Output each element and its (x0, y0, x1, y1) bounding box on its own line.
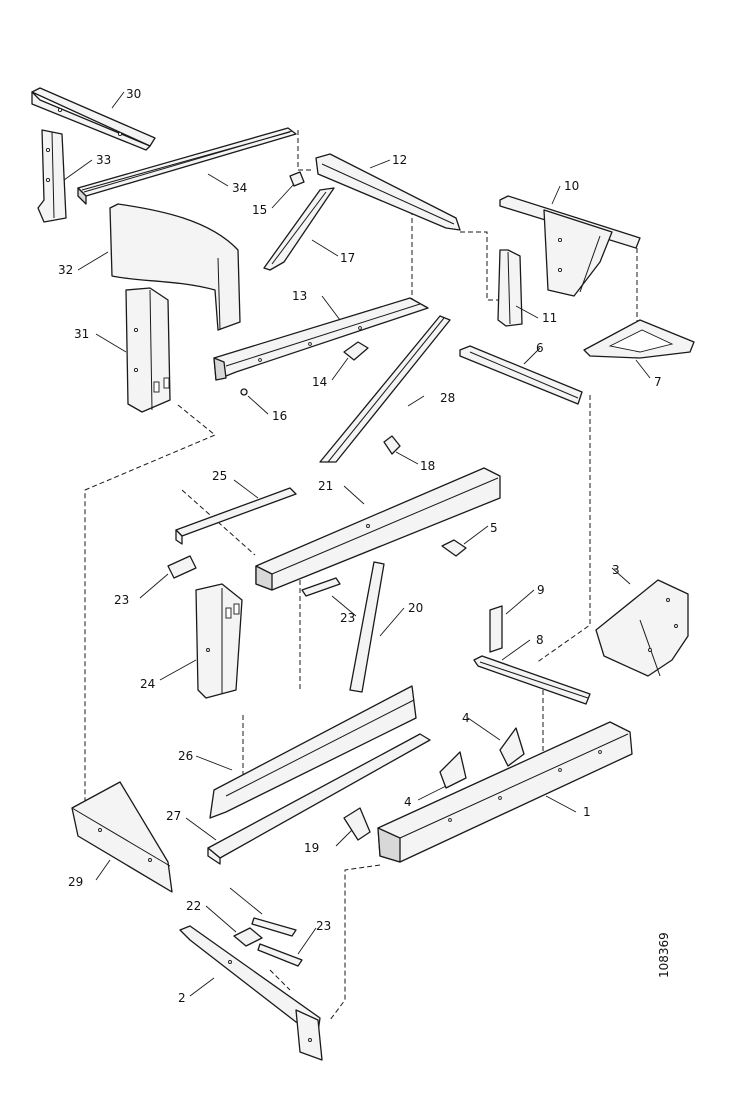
callout-5: 5 (490, 521, 498, 535)
callout-13: 13 (292, 289, 307, 303)
callout-4-upper: 4 (462, 711, 470, 725)
callout-24: 24 (140, 677, 155, 691)
part-10 (499, 195, 641, 297)
callout-19: 19 (304, 841, 319, 855)
callout-22: 22 (186, 899, 201, 913)
callout-23-left: 23 (114, 593, 129, 607)
callout-26: 26 (178, 749, 193, 763)
part-13 (213, 297, 429, 381)
part-3 (595, 579, 689, 677)
part-1 (377, 721, 633, 863)
callout-7: 7 (654, 375, 662, 389)
callout-18: 18 (420, 459, 435, 473)
part-23-mid (301, 577, 341, 597)
callout-25: 25 (212, 469, 227, 483)
callout-30: 30 (126, 87, 141, 101)
callout-32: 32 (58, 263, 73, 277)
callout-16: 16 (272, 409, 287, 423)
callout-14: 14 (312, 375, 327, 389)
callout-29: 29 (68, 875, 83, 889)
callout-17: 17 (340, 251, 355, 265)
callout-2: 2 (178, 991, 186, 1005)
callout-20: 20 (408, 601, 423, 615)
part-16-bolt (240, 388, 248, 396)
callout-8: 8 (536, 633, 544, 647)
part-22 (233, 927, 263, 947)
part-12 (315, 153, 461, 231)
part-31 (125, 287, 171, 413)
part-11 (497, 249, 523, 327)
part-2 (179, 925, 323, 1061)
callout-4-lower: 4 (404, 795, 412, 809)
callout-23-mid: 23 (340, 611, 355, 625)
part-4-upper (499, 727, 525, 767)
callout-1: 1 (583, 805, 591, 819)
callout-28: 28 (440, 391, 455, 405)
callout-9: 9 (537, 583, 545, 597)
part-24 (195, 583, 243, 699)
part-27 (207, 733, 431, 865)
part-9 (489, 605, 503, 653)
part-32 (109, 203, 241, 331)
part-26 (209, 685, 417, 819)
callout-3: 3 (612, 563, 620, 577)
part-5 (441, 539, 467, 557)
part-18 (383, 435, 401, 455)
callout-labels: 1 2 3 4 4 5 6 7 8 9 10 11 12 13 14 15 16… (58, 87, 662, 1005)
callout-34: 34 (232, 181, 247, 195)
part-30 (31, 87, 156, 151)
callout-21: 21 (318, 479, 333, 493)
leader-lines (63, 91, 651, 997)
callout-27: 27 (166, 809, 181, 823)
callout-31: 31 (74, 327, 89, 341)
part-33 (37, 129, 67, 223)
part-23-left (167, 555, 197, 579)
part-23-lower-a (251, 917, 297, 937)
part-6 (459, 345, 583, 405)
part-20 (349, 561, 385, 693)
part-14 (343, 341, 369, 361)
callout-12: 12 (392, 153, 407, 167)
part-25 (175, 487, 297, 545)
callout-23-lower: 23 (316, 919, 331, 933)
part-23-lower-b (257, 943, 303, 967)
part-29 (71, 781, 173, 893)
assembly-lines (84, 130, 638, 1021)
part-21 (255, 467, 501, 591)
callout-11: 11 (542, 311, 557, 325)
part-7 (583, 319, 695, 359)
part-15 (289, 171, 305, 187)
callout-15: 15 (252, 203, 267, 217)
part-28 (319, 315, 451, 463)
part-17 (263, 187, 335, 271)
callout-10: 10 (564, 179, 579, 193)
part-8 (473, 655, 591, 705)
part-19 (343, 807, 371, 841)
part-34 (77, 127, 297, 205)
part-4-lower (439, 751, 467, 789)
figure-number: 108369 (657, 932, 671, 978)
callout-33: 33 (96, 153, 111, 167)
callout-6: 6 (536, 341, 544, 355)
